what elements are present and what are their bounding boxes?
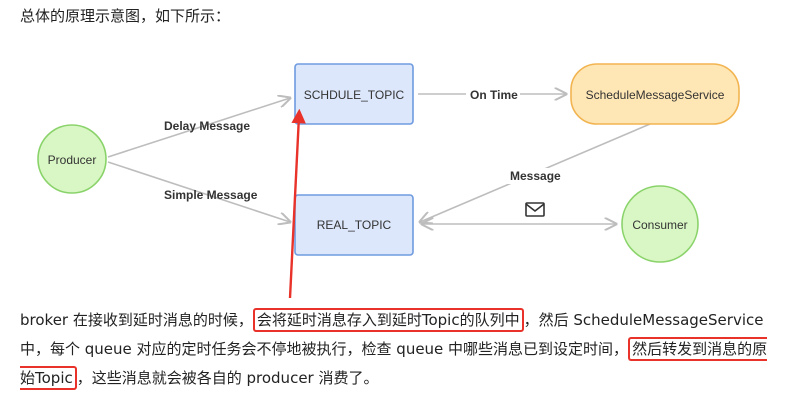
node-consumer-label: Consumer (632, 218, 687, 232)
section-heading: 总体的原理示意图，如下所示： (20, 7, 231, 25)
node-real-topic: REAL_TOPIC (294, 194, 414, 256)
node-schedule-service-label: ScheduleMessageService (586, 88, 725, 102)
highlight-store-delay-topic: 会将延时消息存入到延时Topic的队列中 (252, 308, 524, 332)
paragraph-text-3: ，这些消息就会被各自的 producer 消费了。 (76, 369, 379, 387)
node-producer-label: Producer (48, 153, 97, 167)
envelope-icon (525, 202, 545, 217)
annotation-arrow (288, 108, 306, 299)
node-schedule-service: ScheduleMessageService (570, 63, 740, 125)
node-consumer: Consumer (621, 185, 699, 263)
node-producer: Producer (37, 124, 107, 194)
node-real-topic-label: REAL_TOPIC (317, 218, 392, 232)
highlight-forward-original-topic: 然后转发到消息的原始Topic (20, 337, 768, 390)
node-schedule-topic: SCHDULE_TOPIC (294, 63, 414, 125)
node-schedule-topic-label: SCHDULE_TOPIC (304, 88, 405, 102)
paragraph-text-2: ，然后 ScheduleMessageService中，每个 queue 对应的… (20, 311, 764, 358)
explanation-paragraph: broker 在接收到延时消息的时候，会将延时消息存入到延时Topic的队列中，… (20, 306, 780, 393)
label-on-time: On Time (470, 88, 518, 102)
edge-delay-message (107, 98, 290, 158)
label-message: Message (510, 169, 561, 183)
delay-message-diagram: Delay Message Simple Message On Time Mes… (37, 63, 740, 299)
label-simple-message: Simple Message (164, 188, 258, 202)
label-delay-message: Delay Message (164, 119, 250, 133)
paragraph-text-1: broker 在接收到延时消息的时候， (20, 311, 253, 329)
edge-simple-message (107, 161, 290, 222)
